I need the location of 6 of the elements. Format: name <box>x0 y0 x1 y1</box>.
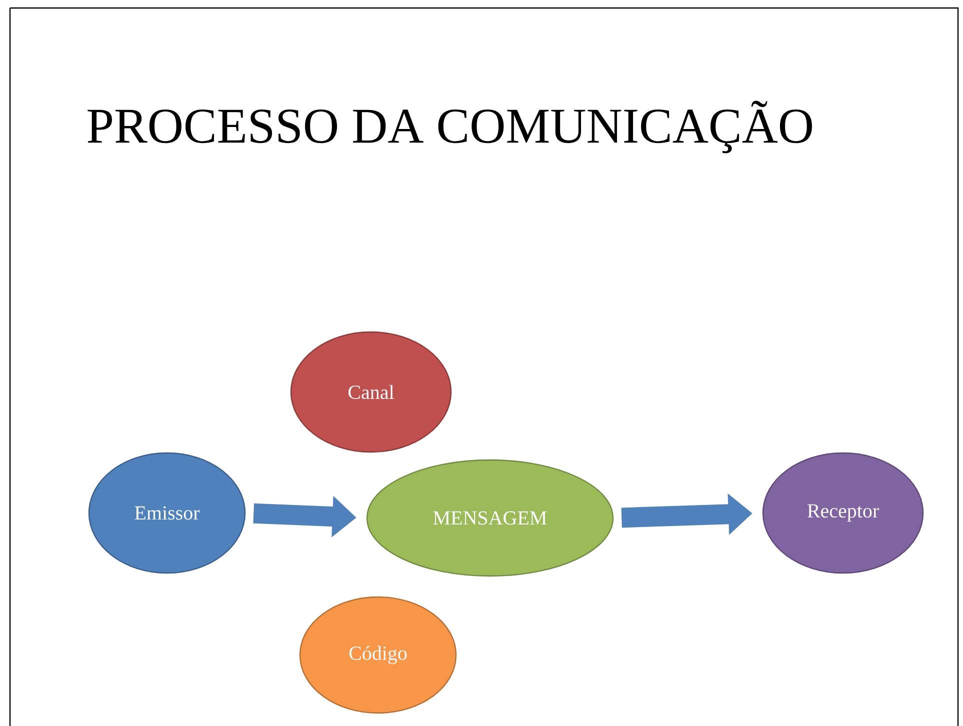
ellipse-node: Canal <box>290 331 452 453</box>
ellipse-node: MENSAGEM <box>366 459 614 577</box>
ellipse-node: Emissor <box>88 452 246 574</box>
ellipse-node: Receptor <box>762 452 924 574</box>
ellipse-node: Código <box>299 596 457 714</box>
slide-title: PROCESSO DA COMUNICAÇÃO <box>88 100 812 154</box>
